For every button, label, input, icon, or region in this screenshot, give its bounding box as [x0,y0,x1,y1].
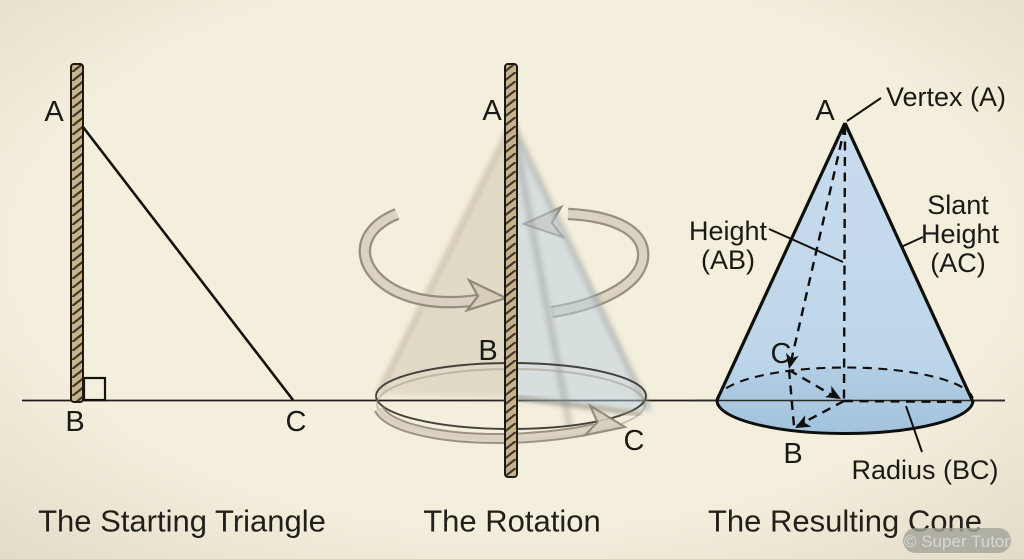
ghost-hypotenuse-mid [509,122,573,429]
point-label-c: C [771,338,792,370]
point-label-b: B [478,335,497,367]
watermark-pill [903,528,1011,553]
leader-slant [900,236,924,248]
caption-rotation: The Rotation [423,504,601,539]
annotation-radius: Radius (BC) [851,455,998,485]
radius-dashed-line [843,399,969,404]
cone-outline [715,122,975,435]
arrowhead-at-b [795,415,812,428]
rotation-arrow-front [358,208,509,313]
point-label-c: C [286,406,307,438]
annotation-height-line2: (AB) [701,245,755,275]
annotation-slant-line1: Slant [927,190,989,220]
arrowhead-front [464,277,509,313]
cone-left-edge [715,122,847,401]
point-label-b: B [783,438,802,470]
line-c-to-b [787,369,796,427]
caption-starting-triangle: The Starting Triangle [38,504,326,539]
arrowhead-bottom [581,402,628,437]
triangle-hypotenuse-ac [81,126,295,401]
point-label-c: C [624,425,645,457]
annotation-slant-line3: (AC) [930,248,986,278]
line-center-to-b [796,399,845,428]
leader-height [768,228,844,263]
annotation-height-line1: Height [689,216,768,246]
rotation-axis-rope [504,63,518,478]
panel-rotation: A B C The Rotation [358,63,652,539]
dashed-arrowheads [786,352,841,428]
arrowhead-at-center [824,385,841,399]
base-ellipse-back-arc [715,366,975,402]
annotation-vertex: Vertex (A) [886,82,1006,112]
ghost-hypotenuse-right [509,121,651,410]
leader-radius [905,405,923,453]
watermark-text: © Super Tutor [904,532,1010,551]
arrowhead-at-c [786,352,799,369]
watermark: © Super Tutor [903,528,1011,553]
cone-right-edge-slant-ac [843,122,975,403]
point-label-a: A [815,95,835,127]
point-label-b: B [65,406,84,438]
leader-vertex [846,97,882,122]
ghost-hypotenuse-left [375,122,515,395]
rotation-axis-rope [70,63,84,403]
cone-body [716,123,973,434]
dashed-construction-lines [715,125,975,428]
annotation-slant-line2: Height [921,219,1000,249]
point-label-a: A [44,96,64,128]
panel-starting-triangle: A B C The Starting Triangle [38,63,326,539]
leader-lines [768,97,924,453]
base-ellipse-front-arc [715,399,975,435]
line-a-to-c [788,125,847,367]
sweeping-radius-line [512,394,642,417]
point-label-a: A [482,95,502,127]
